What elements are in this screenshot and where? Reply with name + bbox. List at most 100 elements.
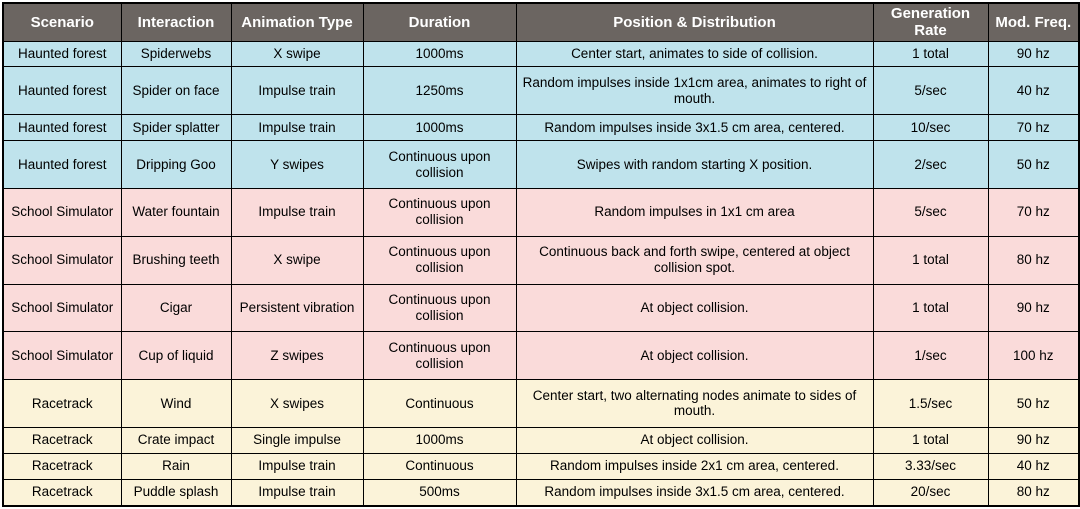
header-row: Scenario Interaction Animation Type Dura… <box>2 2 1080 42</box>
cell-animation-type: Impulse train <box>230 478 364 507</box>
cell-duration: 500ms <box>362 478 517 507</box>
cell-generation-rate: 1 total <box>872 40 989 68</box>
cell-generation-rate: 5/sec <box>872 187 989 237</box>
table-row: Haunted forest Spiderwebs X swipe 1000ms… <box>2 40 1080 68</box>
cell-position: Continuous back and forth swipe, centere… <box>515 235 874 285</box>
cell-duration: 1000ms <box>362 426 517 454</box>
cell-mod-freq: 50 hz <box>987 379 1080 428</box>
cell-position: Center start, animates to side of collis… <box>515 40 874 68</box>
cell-mod-freq: 90 hz <box>987 40 1080 68</box>
cell-scenario: Racetrack <box>2 452 122 480</box>
cell-position: At object collision. <box>515 331 874 381</box>
cell-generation-rate: 1.5/sec <box>872 379 989 428</box>
cell-animation-type: Single impulse <box>230 426 364 454</box>
cell-position: Random impulses in 1x1 cm area <box>515 187 874 237</box>
cell-interaction: Brushing teeth <box>120 235 232 285</box>
cell-scenario: Haunted forest <box>2 40 122 68</box>
cell-mod-freq: 40 hz <box>987 452 1080 480</box>
cell-scenario: Racetrack <box>2 379 122 428</box>
cell-duration: Continuous upon collision <box>362 283 517 333</box>
cell-interaction: Water fountain <box>120 187 232 237</box>
table-row: School Simulator Cup of liquid Z swipes … <box>2 331 1080 381</box>
cell-interaction: Rain <box>120 452 232 480</box>
col-header-interaction: Interaction <box>120 2 232 42</box>
cell-mod-freq: 50 hz <box>987 140 1080 189</box>
cell-position: Random impulses inside 1x1cm area, anima… <box>515 66 874 116</box>
cell-animation-type: Impulse train <box>230 452 364 480</box>
cell-animation-type: Impulse train <box>230 66 364 116</box>
cell-position: Center start, two alternating nodes anim… <box>515 379 874 428</box>
cell-position: At object collision. <box>515 283 874 333</box>
cell-duration: 1000ms <box>362 40 517 68</box>
cell-scenario: Haunted forest <box>2 140 122 189</box>
cell-scenario: Racetrack <box>2 426 122 454</box>
col-header-scenario: Scenario <box>2 2 122 42</box>
table-row: Racetrack Puddle splash Impulse train 50… <box>2 478 1080 507</box>
table-row: School Simulator Brushing teeth X swipe … <box>2 235 1080 285</box>
cell-interaction: Cigar <box>120 283 232 333</box>
cell-mod-freq: 40 hz <box>987 66 1080 116</box>
cell-animation-type: X swipes <box>230 379 364 428</box>
cell-scenario: School Simulator <box>2 331 122 381</box>
cell-duration: Continuous upon collision <box>362 331 517 381</box>
cell-interaction: Spider on face <box>120 66 232 116</box>
col-header-position-distribution: Position & Distribution <box>515 2 874 42</box>
cell-interaction: Crate impact <box>120 426 232 454</box>
cell-mod-freq: 70 hz <box>987 187 1080 237</box>
cell-scenario: Haunted forest <box>2 66 122 116</box>
cell-scenario: Racetrack <box>2 478 122 507</box>
cell-generation-rate: 10/sec <box>872 114 989 142</box>
cell-generation-rate: 1 total <box>872 283 989 333</box>
table-row: Haunted forest Spider on face Impulse tr… <box>2 66 1080 116</box>
cell-generation-rate: 2/sec <box>872 140 989 189</box>
cell-mod-freq: 80 hz <box>987 478 1080 507</box>
cell-generation-rate: 1 total <box>872 426 989 454</box>
cell-generation-rate: 1 total <box>872 235 989 285</box>
cell-duration: Continuous <box>362 379 517 428</box>
cell-scenario: School Simulator <box>2 283 122 333</box>
cell-generation-rate: 5/sec <box>872 66 989 116</box>
cell-interaction: Spider splatter <box>120 114 232 142</box>
cell-mod-freq: 70 hz <box>987 114 1080 142</box>
table-body: Haunted forest Spiderwebs X swipe 1000ms… <box>2 40 1080 507</box>
cell-animation-type: Persistent vibration <box>230 283 364 333</box>
cell-animation-type: Impulse train <box>230 114 364 142</box>
cell-generation-rate: 20/sec <box>872 478 989 507</box>
table-row: Haunted forest Dripping Goo Y swipes Con… <box>2 140 1080 189</box>
cell-position: At object collision. <box>515 426 874 454</box>
cell-animation-type: X swipe <box>230 235 364 285</box>
cell-animation-type: Z swipes <box>230 331 364 381</box>
table-row: Haunted forest Spider splatter Impulse t… <box>2 114 1080 142</box>
table-row: Racetrack Wind X swipes Continuous Cente… <box>2 379 1080 428</box>
cell-animation-type: X swipe <box>230 40 364 68</box>
cell-scenario: Haunted forest <box>2 114 122 142</box>
cell-mod-freq: 100 hz <box>987 331 1080 381</box>
cell-generation-rate: 1/sec <box>872 331 989 381</box>
cell-generation-rate: 3.33/sec <box>872 452 989 480</box>
cell-duration: Continuous <box>362 452 517 480</box>
cell-interaction: Spiderwebs <box>120 40 232 68</box>
table-row: School Simulator Water fountain Impulse … <box>2 187 1080 237</box>
cell-interaction: Cup of liquid <box>120 331 232 381</box>
cell-duration: 1250ms <box>362 66 517 116</box>
table-row: Racetrack Crate impact Single impulse 10… <box>2 426 1080 454</box>
cell-duration: Continuous upon collision <box>362 187 517 237</box>
col-header-animation-type: Animation Type <box>230 2 364 42</box>
cell-duration: Continuous upon collision <box>362 140 517 189</box>
cell-mod-freq: 90 hz <box>987 283 1080 333</box>
cell-animation-type: Y swipes <box>230 140 364 189</box>
cell-position: Swipes with random starting X position. <box>515 140 874 189</box>
cell-animation-type: Impulse train <box>230 187 364 237</box>
cell-interaction: Wind <box>120 379 232 428</box>
cell-mod-freq: 90 hz <box>987 426 1080 454</box>
table-row: School Simulator Cigar Persistent vibrat… <box>2 283 1080 333</box>
table-row: Racetrack Rain Impulse train Continuous … <box>2 452 1080 480</box>
cell-position: Random impulses inside 3x1.5 cm area, ce… <box>515 478 874 507</box>
cell-position: Random impulses inside 2x1 cm area, cent… <box>515 452 874 480</box>
cell-interaction: Dripping Goo <box>120 140 232 189</box>
cell-duration: Continuous upon collision <box>362 235 517 285</box>
col-header-duration: Duration <box>362 2 517 42</box>
cell-duration: 1000ms <box>362 114 517 142</box>
